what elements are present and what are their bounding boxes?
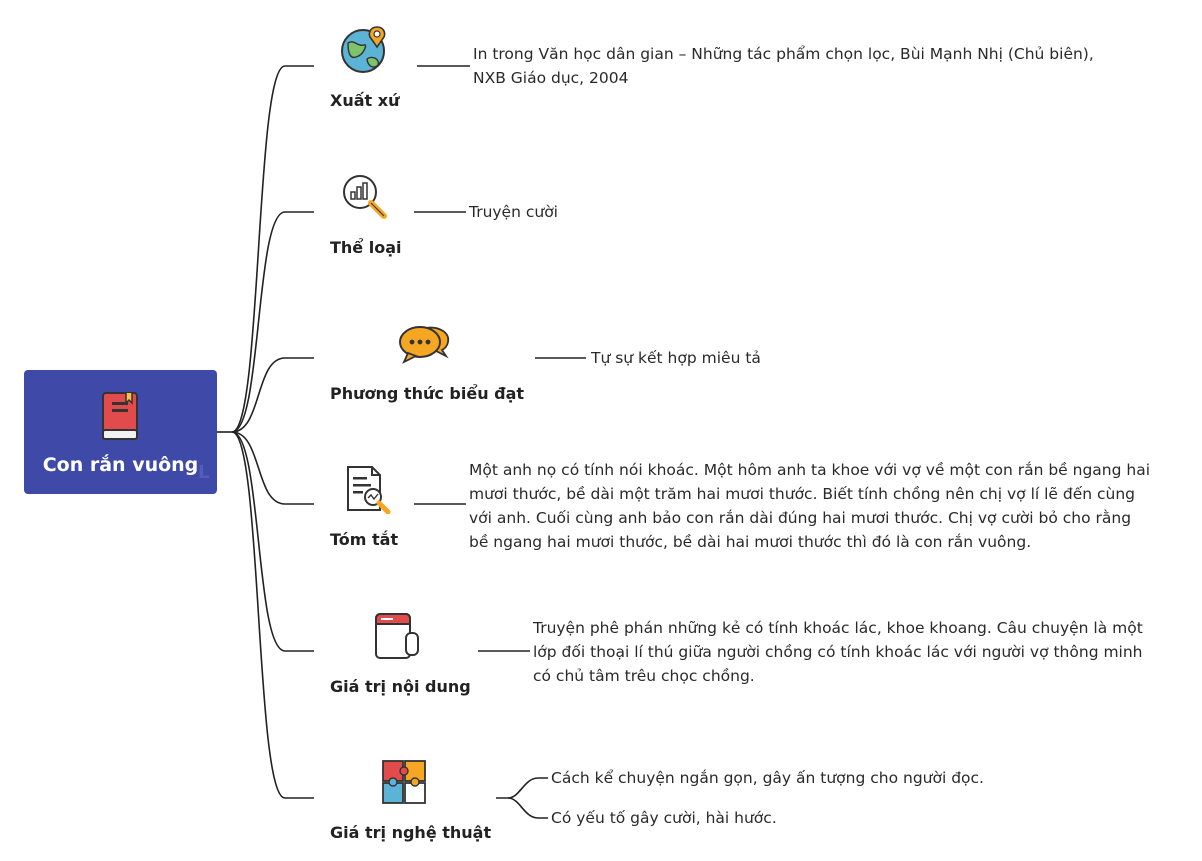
puzzle-icon bbox=[382, 760, 426, 804]
chat-bubbles-icon bbox=[399, 326, 450, 364]
leaf-tom-tat: Một anh nọ có tính nói khoác. Một hôm an… bbox=[469, 461, 1151, 551]
branch-label-phuong-thuc: Phương thức biểu đạt bbox=[330, 384, 525, 403]
branch-label-tom-tat: Tóm tắt bbox=[330, 530, 399, 549]
root-node[interactable]: Con rắn vuông bbox=[24, 370, 217, 494]
book-icon bbox=[102, 392, 138, 440]
magnifier-chart-icon bbox=[343, 175, 387, 219]
branch-label-xuat-xu: Xuất xứ bbox=[330, 91, 400, 110]
branch-label-gia-tri-nghe-thuat: Giá trị nghệ thuật bbox=[330, 823, 492, 842]
leaf-gia-tri-nghe-thuat-2: Có yếu tố gây cười, hài hước. bbox=[551, 809, 777, 827]
branch-label-gia-tri-noi-dung: Giá trị nội dung bbox=[330, 677, 471, 696]
leaf-phuong-thuc: Tự sự kết hợp miêu tả bbox=[591, 349, 761, 367]
leaf-gia-tri-nghe-thuat-1: Cách kể chuyện ngắn gọn, gây ấn tượng ch… bbox=[551, 769, 984, 787]
leaf-the-loai: Truyện cười bbox=[469, 203, 558, 221]
leaf-xuat-xu: In trong Văn học dân gian – Những tác ph… bbox=[473, 45, 1094, 87]
root-title: Con rắn vuông bbox=[42, 454, 199, 476]
document-search-icon bbox=[347, 466, 391, 514]
watermark-glyph: L bbox=[198, 462, 210, 483]
notebook-icon bbox=[375, 613, 419, 659]
globe-pin-icon bbox=[341, 26, 386, 73]
leaf-gia-tri-noi-dung: Truyện phê phán những kẻ có tính khoác l… bbox=[533, 619, 1143, 685]
branch-label-the-loai: Thể loại bbox=[330, 238, 402, 257]
